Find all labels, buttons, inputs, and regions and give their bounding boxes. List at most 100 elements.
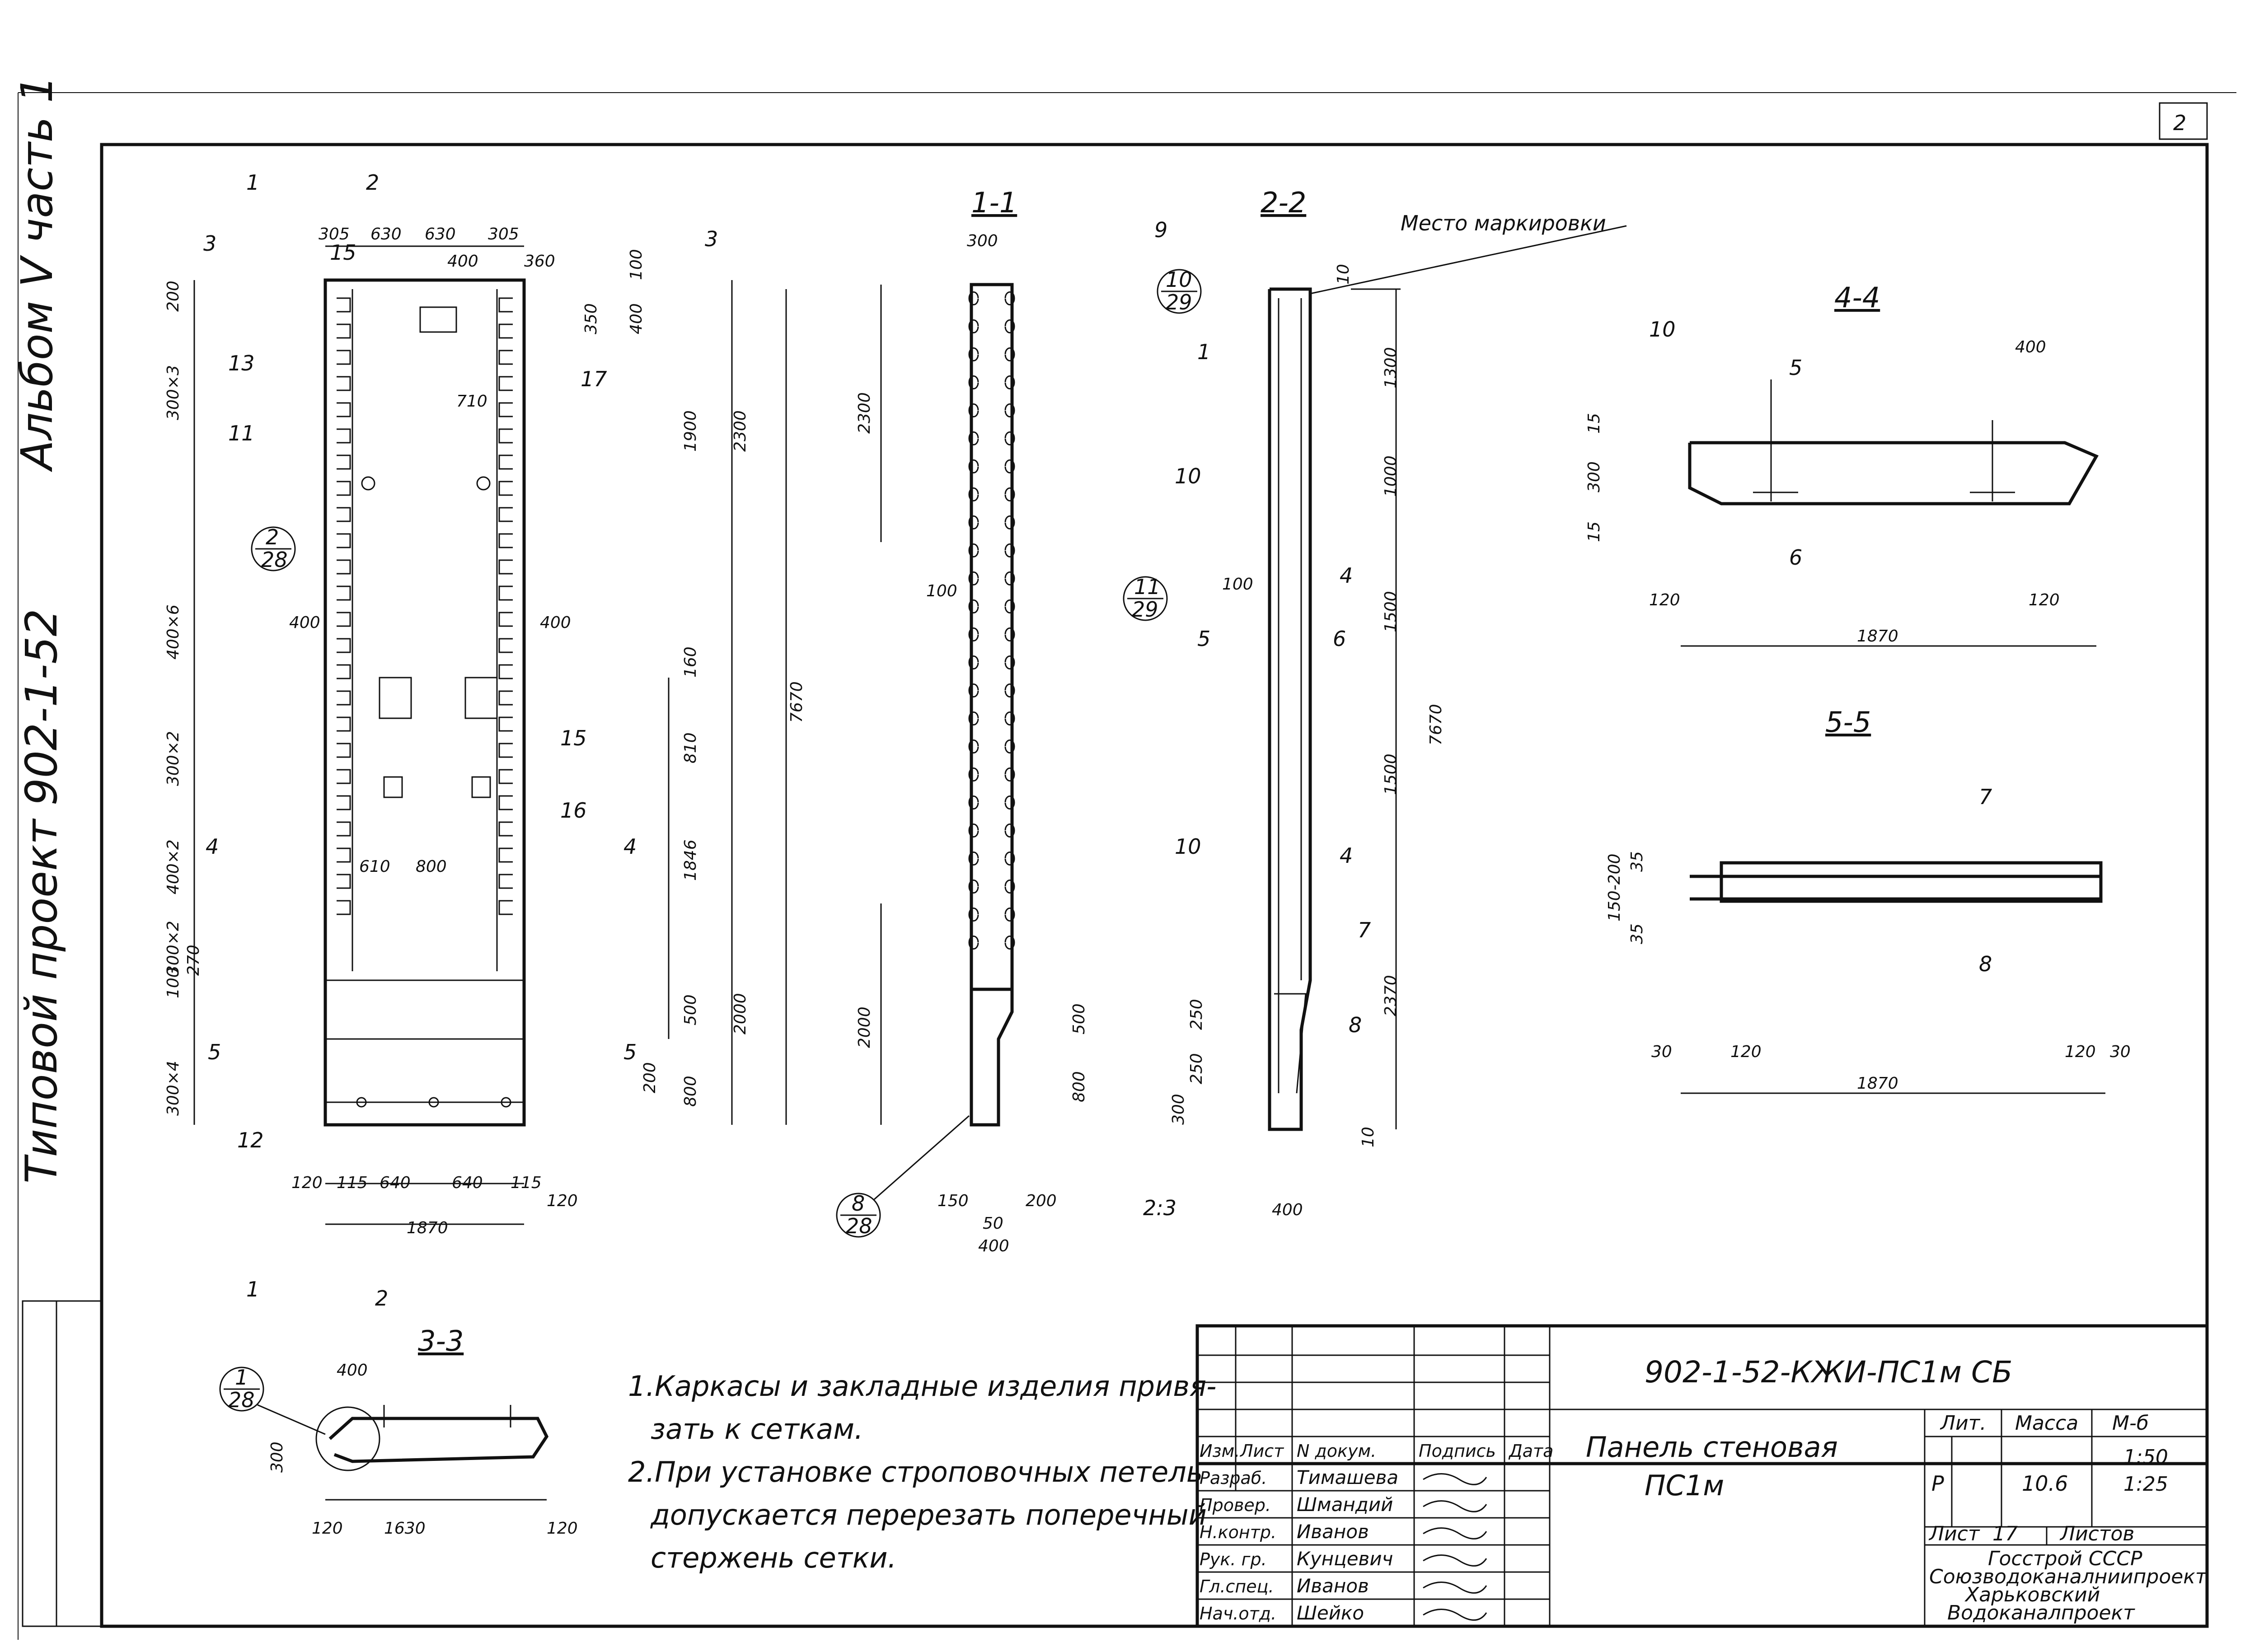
rebar-hook — [337, 507, 351, 522]
embedded-plate — [379, 677, 412, 719]
position-mark: 8 — [1979, 952, 1992, 976]
staff-role: Провер. — [1200, 1495, 1271, 1515]
side-strip — [22, 1300, 103, 1627]
dim-4-4: 15 — [1585, 413, 1603, 434]
section-title-4-4: 4-4 — [1834, 281, 1880, 314]
callout-sheet: 28 — [261, 548, 288, 572]
signature — [1423, 1609, 1487, 1621]
rebar-hook — [337, 638, 351, 653]
slot — [968, 627, 979, 641]
album-label: Альбом V часть 1 — [12, 75, 62, 473]
staff-name: Иванов — [1297, 1575, 1369, 1597]
note-line: 2.При установке строповочных петель — [628, 1455, 1203, 1488]
staff-role: Гл.спец. — [1200, 1577, 1274, 1596]
drawing-name: Панель стеновая — [1586, 1431, 1838, 1464]
scale-value: 1:25 — [2123, 1473, 2168, 1496]
slot — [968, 683, 979, 697]
header-cell: Подпись — [1419, 1441, 1496, 1461]
rebar-hook — [498, 821, 513, 837]
section-2-2: 2-2 Место маркировки 9 1 10 5 6 4 10 4 7… — [1123, 186, 1627, 1220]
position-mark: 15 — [560, 726, 587, 750]
rebar-hook — [337, 821, 351, 837]
position-mark: 1 — [1197, 340, 1210, 364]
project-label: Типовой проект 902-1-52 — [16, 609, 67, 1184]
slot — [1004, 683, 1015, 697]
org-line: Союзводоканалниипроект — [1929, 1565, 2207, 1588]
page-number: 2 — [2173, 111, 2186, 135]
dim-1-1: 50 — [983, 1214, 1003, 1233]
scale-note: 2:3 — [1143, 1196, 1176, 1220]
signature — [1423, 1473, 1487, 1485]
cut-3-right: 3 — [705, 227, 718, 251]
position-mark: 5 — [1789, 356, 1802, 380]
dim-left: 400×6 — [164, 604, 183, 660]
dim-2-2: 10 — [1334, 264, 1353, 285]
dim-mid: 400 — [540, 613, 571, 632]
dim-1-1: 500 — [1070, 1003, 1088, 1034]
dim-left: 270 — [184, 945, 203, 976]
dim-2-2: 10 — [1359, 1127, 1378, 1147]
rebar-hook — [498, 900, 513, 915]
dim-top-small: 100 — [627, 249, 646, 280]
mass-header: Масса — [2015, 1412, 2078, 1435]
slot — [968, 403, 979, 417]
rebar-hook — [498, 664, 513, 679]
dim-1-1: 200 — [1026, 1192, 1057, 1210]
position-mark: 15 — [330, 240, 356, 265]
drawing-name-mark: ПС1м — [1645, 1469, 1724, 1502]
cut-4-right: 4 — [623, 834, 637, 859]
slot — [968, 599, 979, 613]
dim-2-2: 7670 — [1427, 704, 1445, 745]
rebar-hook — [337, 533, 351, 548]
panel-outline — [323, 278, 526, 1127]
rebar-hook — [498, 874, 513, 889]
lit-header: Лит. — [1940, 1412, 1986, 1435]
dim-1-1: 300 — [967, 232, 998, 250]
dim-2-2: 1000 — [1382, 455, 1400, 497]
position-mark: 6 — [1333, 627, 1346, 651]
dim-5-5: 120 — [1730, 1043, 1762, 1061]
position-mark: 9 — [1154, 218, 1167, 242]
signature — [1423, 1527, 1487, 1540]
dim-mid: 710 — [456, 392, 487, 411]
lifting-hole — [476, 476, 491, 491]
dim-2-2: 250 — [1187, 1053, 1206, 1084]
lit-value: Р — [1931, 1471, 1944, 1496]
dim-3-3: 120 — [312, 1519, 343, 1538]
dim-5-5: 150-200 — [1605, 854, 1624, 922]
callout-number: 2 — [266, 525, 279, 549]
dim-bottom: 120 — [291, 1174, 323, 1192]
slot — [968, 824, 979, 838]
cut-5-left: 5 — [208, 1040, 221, 1064]
dim-bottom: 120 — [547, 1192, 578, 1210]
rebar-hook — [498, 454, 513, 470]
rebar-hook — [498, 323, 513, 339]
dim-3-3: 1630 — [384, 1519, 426, 1538]
cut-1-top: 1 — [246, 170, 259, 195]
dim-5-5: 30 — [2110, 1043, 2131, 1061]
header-cell: N докум. — [1297, 1441, 1376, 1461]
dim-bottom: 640 — [452, 1174, 483, 1192]
position-mark: 13 — [228, 351, 255, 375]
dim-4-4: 120 — [1649, 591, 1680, 609]
header-cell: Дата — [1508, 1441, 1553, 1461]
rebar-hook — [498, 350, 513, 365]
rebar-hook — [498, 638, 513, 653]
rebar-hook — [498, 533, 513, 548]
rebar-hook — [337, 874, 351, 889]
rebar-hook — [498, 585, 513, 601]
rebar-hooks-right — [498, 297, 513, 915]
scale-header: М-б — [2112, 1412, 2149, 1435]
dim-right: 1846 — [681, 839, 700, 881]
section-title-2-2: 2-2 — [1261, 186, 1306, 219]
dim-4-4: 400 — [2015, 338, 2046, 356]
rebar-hook — [498, 612, 513, 627]
rebar-hook — [498, 297, 513, 313]
rebar-hook — [337, 769, 351, 784]
dim-bottom: 640 — [380, 1174, 411, 1192]
slot — [968, 655, 979, 669]
dim-right: 500 — [681, 994, 700, 1025]
lifting-hole — [361, 476, 375, 491]
dim-right: 810 — [681, 732, 700, 763]
dim-top-small: 400 — [627, 303, 646, 334]
